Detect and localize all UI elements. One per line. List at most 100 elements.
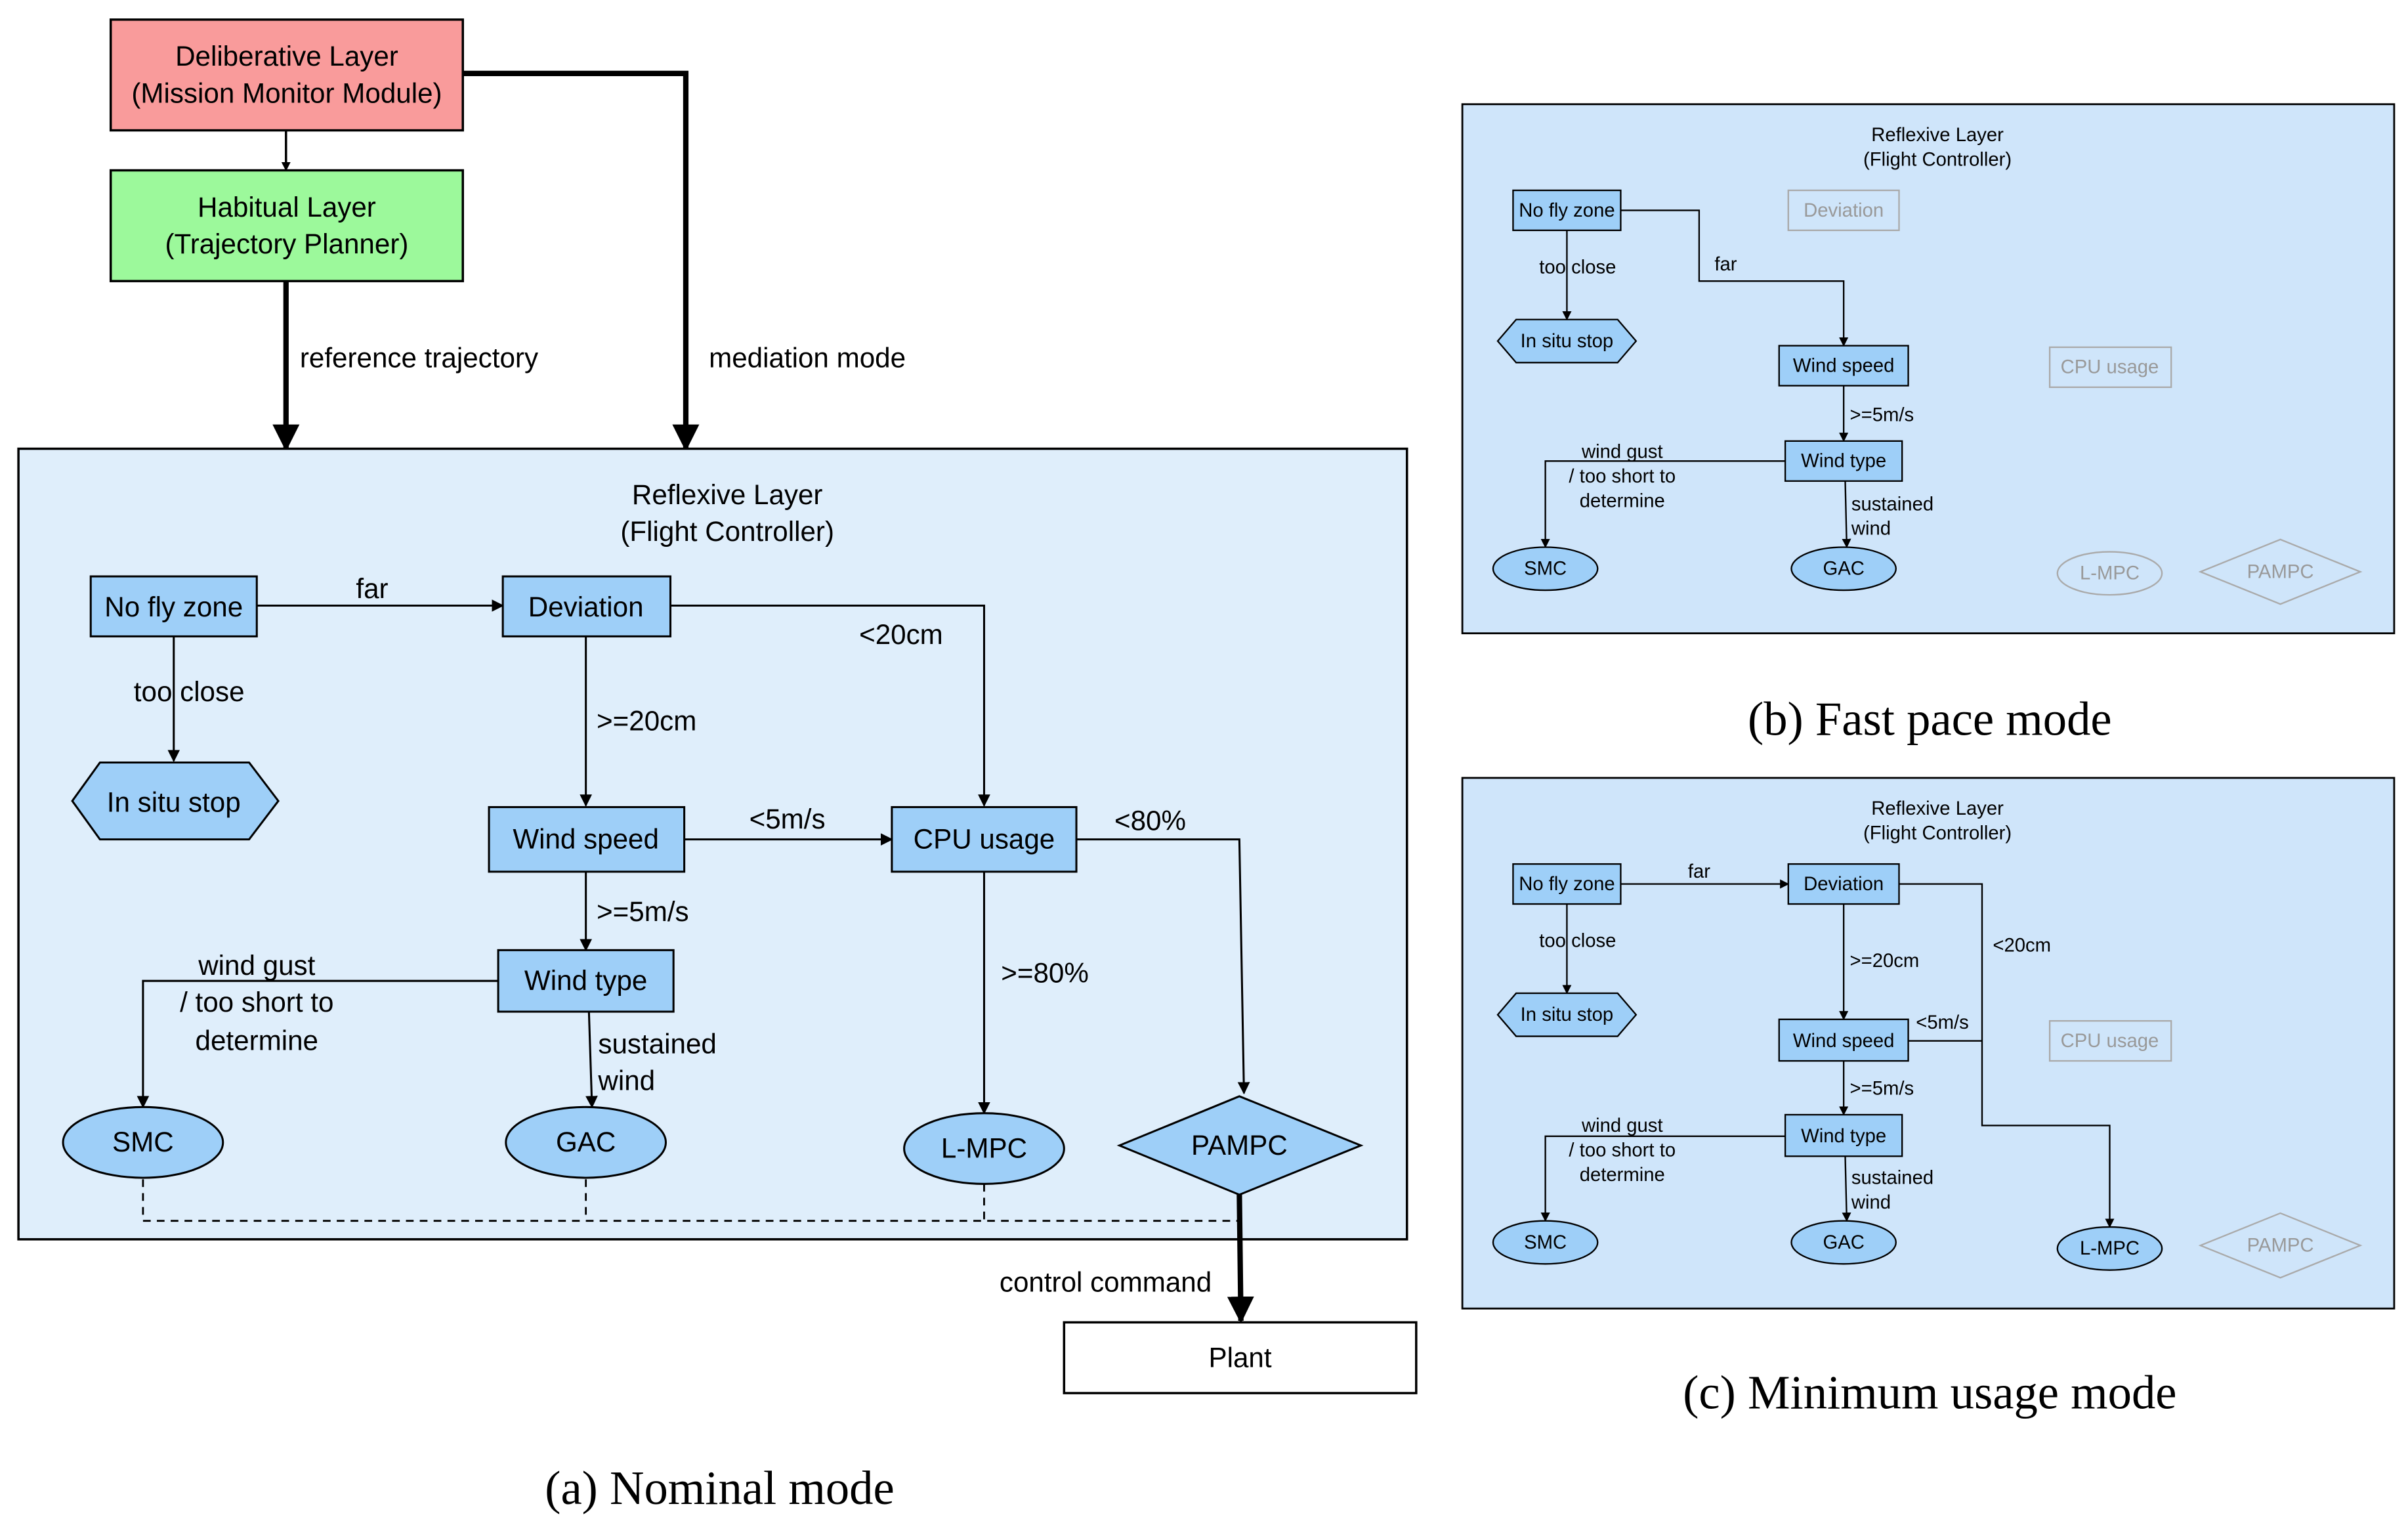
label-far: far — [356, 573, 388, 604]
node-label: Wind type — [1801, 450, 1886, 472]
node-label: Deviation — [1804, 873, 1884, 895]
edge-wind-gust — [1540, 460, 1786, 548]
output-bus-dashed — [142, 1179, 1240, 1222]
habitual-layer-box: Habitual Layer (Trajectory Planner) — [109, 169, 464, 282]
label-far: far — [1714, 253, 1737, 275]
edge-sustained-wind — [1842, 481, 1851, 548]
node-no-fly-zone: No fly zone — [1512, 189, 1622, 232]
fast-pace-mode-panel: Reflexive Layer (Flight Controller) too … — [1461, 103, 2396, 635]
node-pampc-inactive: PAMPC — [2198, 538, 2363, 605]
node-label: PAMPC — [2247, 1235, 2314, 1257]
node-wind-type: Wind type — [1784, 440, 1903, 482]
label-determine: determine — [196, 1025, 318, 1056]
deliberative-layer-box: Deliberative Layer (Mission Monitor Modu… — [109, 18, 464, 132]
caption-minimum-usage-mode: (c) Minimum usage mode — [1683, 1366, 2176, 1419]
panel-title: Reflexive Layer — [1871, 124, 2004, 146]
label-wind: wind — [1851, 518, 1891, 540]
label-ge20cm: >=20cm — [597, 705, 696, 736]
caption-nominal-mode: (a) Nominal mode — [545, 1461, 894, 1514]
label-wind-gust: wind gust — [1581, 441, 1663, 463]
reflexive-layer-panel — [1461, 777, 2396, 1310]
node-cpu-usage-inactive: CPU usage — [2048, 346, 2172, 389]
node-label: Wind type — [1801, 1125, 1886, 1147]
label-too-short: / too short to — [1569, 465, 1676, 487]
node-label: GAC — [1823, 1232, 1864, 1253]
mediation-mode-arrow — [463, 70, 700, 452]
node-deviation-inactive: Deviation — [1787, 189, 1900, 232]
label-too-close: too close — [1539, 256, 1616, 278]
node-label: SMC — [1524, 558, 1567, 580]
deliberative-layer-subtitle: (Mission Monitor Module) — [131, 77, 442, 108]
label-sustained: sustained — [1851, 1167, 1933, 1188]
edge-sustained-wind — [1842, 1156, 1851, 1222]
node-in-situ-stop: In situ stop — [1496, 318, 1637, 364]
node-label: PAMPC — [2247, 561, 2314, 582]
panel-subtitle: (Flight Controller) — [620, 516, 834, 547]
label-lt5ms: <5m/s — [1916, 1012, 1969, 1033]
node-label: In situ stop — [1521, 330, 1614, 352]
node-label: PAMPC — [1191, 1130, 1288, 1161]
reflexive-layer-panel — [1461, 103, 2396, 635]
label-too-close: too close — [1539, 930, 1616, 952]
node-in-situ-stop: In situ stop — [1496, 992, 1637, 1037]
label-lt20cm: <20cm — [1993, 935, 2051, 956]
edge-far — [1620, 209, 1849, 347]
control-command-label: control command — [1000, 1266, 1212, 1297]
label-ge5ms: >=5m/s — [1850, 404, 1914, 425]
node-label: CPU usage — [2061, 356, 2159, 378]
node-no-fly-zone: No fly zone — [89, 575, 258, 637]
edge-lt20cm — [670, 605, 990, 807]
edge-lt80 — [1076, 838, 1250, 1095]
node-lmpc: L-MPC — [903, 1112, 1065, 1185]
label-lt80: <80% — [1114, 805, 1186, 836]
node-label: No fly zone — [104, 591, 243, 622]
label-too-short: / too short to — [1569, 1139, 1676, 1161]
label-lt5ms: <5m/s — [750, 804, 826, 834]
label-wind-gust: wind gust — [1581, 1115, 1663, 1136]
panel-subtitle: (Flight Controller) — [1863, 148, 2012, 170]
edge-sustained-wind — [585, 1012, 598, 1109]
node-label: Deviation — [528, 591, 644, 622]
panel-title: Reflexive Layer — [632, 479, 823, 510]
node-label: CPU usage — [914, 824, 1055, 855]
node-no-fly-zone: No fly zone — [1512, 863, 1622, 905]
caption-fast-pace-mode: (b) Fast pace mode — [1748, 692, 2112, 745]
panel-title: Reflexive Layer — [1871, 798, 2004, 819]
node-wind-speed: Wind speed — [1778, 1018, 1909, 1062]
node-wind-speed: Wind speed — [488, 805, 686, 873]
edge-wind-gust — [1540, 1135, 1786, 1222]
node-lmpc: L-MPC — [2056, 1226, 2163, 1271]
minimum-usage-mode-panel: Reflexive Layer (Flight Controller) far … — [1461, 777, 2396, 1310]
label-lt20cm: <20cm — [859, 619, 943, 650]
node-label: In situ stop — [1521, 1004, 1614, 1025]
edge-lt20cm — [1899, 883, 2115, 1228]
node-deviation: Deviation — [1787, 863, 1900, 905]
habitual-layer-subtitle: (Trajectory Planner) — [165, 228, 408, 259]
edge-wind-gust — [137, 979, 499, 1109]
node-smc: SMC — [62, 1106, 224, 1179]
node-smc: SMC — [1492, 1220, 1599, 1265]
node-pampc: PAMPC — [1116, 1095, 1364, 1196]
node-pampc-inactive: PAMPC — [2198, 1212, 2363, 1279]
node-lmpc-inactive: L-MPC — [2056, 551, 2163, 596]
label-too-close: too close — [134, 676, 245, 707]
node-gac: GAC — [1790, 1220, 1897, 1265]
node-wind-type: Wind type — [497, 949, 675, 1013]
node-label: Wind type — [524, 965, 647, 996]
node-label: CPU usage — [2061, 1030, 2159, 1052]
node-cpu-usage-inactive: CPU usage — [2048, 1020, 2172, 1062]
deliberative-layer-title: Deliberative Layer — [175, 41, 398, 72]
node-deviation: Deviation — [501, 575, 672, 637]
label-ge5ms: >=5m/s — [597, 896, 689, 927]
panel-subtitle: (Flight Controller) — [1863, 823, 2012, 844]
label-ge20cm: >=20cm — [1850, 950, 1920, 972]
node-label: GAC — [556, 1127, 616, 1157]
label-wind: wind — [597, 1065, 655, 1096]
node-gac: GAC — [505, 1106, 667, 1179]
label-wind-gust: wind gust — [198, 950, 315, 981]
label-sustained: sustained — [598, 1028, 716, 1059]
node-label: SMC — [112, 1127, 174, 1157]
node-label: In situ stop — [107, 786, 241, 817]
control-command-arrow — [1227, 1194, 1254, 1324]
